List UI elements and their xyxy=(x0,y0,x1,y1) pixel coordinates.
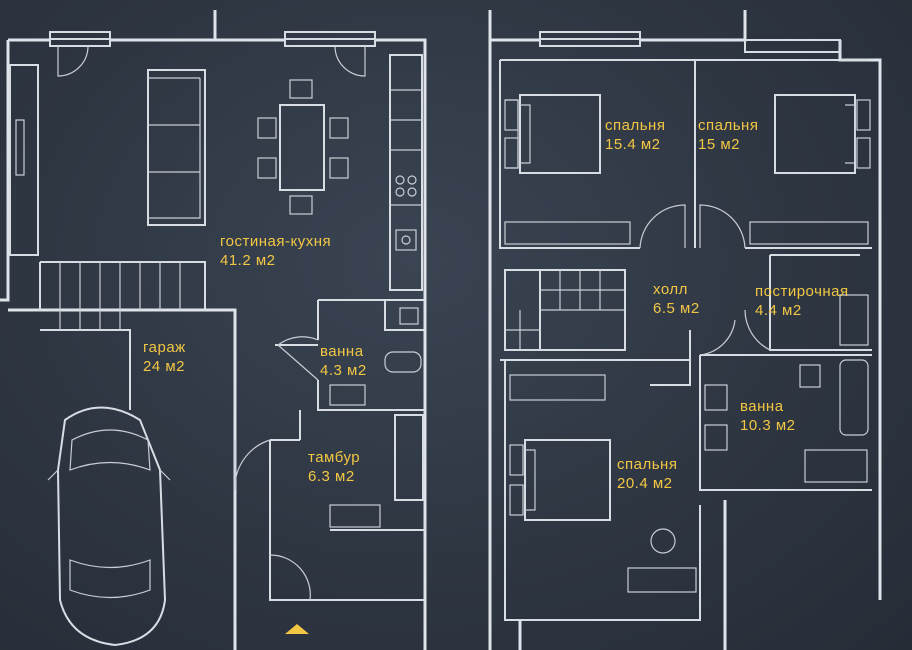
room-name: постирочная xyxy=(755,283,849,300)
room-name: спальня xyxy=(698,117,759,134)
ground-bath-walls xyxy=(275,299,425,411)
ground-window-top xyxy=(49,31,376,47)
bedroom-3-desk xyxy=(627,567,697,593)
ground-bath-door xyxy=(277,336,319,381)
room-vestibule: тамбур 6.3 м2 xyxy=(308,448,360,486)
bedroom-2-bed xyxy=(774,94,871,174)
room-name: гостиная-кухня xyxy=(220,233,332,250)
bedroom-3-bed xyxy=(509,439,611,521)
kitchen-counter xyxy=(389,54,423,291)
vestibule-bench xyxy=(329,504,381,528)
ground-stairs xyxy=(39,261,206,410)
upper-window-top xyxy=(539,31,841,53)
entry-door-left xyxy=(57,45,89,77)
bedroom-3-ottoman xyxy=(650,528,676,554)
sofa xyxy=(147,69,206,226)
room-area: 15.4 м2 xyxy=(605,136,661,153)
bedroom-1-door xyxy=(639,204,686,249)
car-icon xyxy=(47,406,171,647)
room-name: спальня xyxy=(605,117,666,134)
vestibule-wardrobe xyxy=(394,414,424,501)
laundry-door xyxy=(744,309,771,351)
room-living-kitchen: гостиная-кухня 41.2 м2 xyxy=(220,232,331,270)
bedroom-walls xyxy=(499,59,872,249)
upper-bath-walls xyxy=(699,354,872,491)
ground-bath-fixtures xyxy=(329,307,422,406)
room-area: 24 м2 xyxy=(143,358,186,375)
room-name: ванна xyxy=(320,343,364,360)
wardrobe-inner xyxy=(15,119,25,176)
room-bath-ground: ванна 4.3 м2 xyxy=(320,342,367,380)
wardrobe xyxy=(9,64,39,256)
vestibule-corner xyxy=(269,554,311,601)
vestibule-walls xyxy=(269,410,426,601)
upper-bath-fixtures xyxy=(704,359,869,483)
vestibule-door xyxy=(234,439,271,491)
upper-bath-door xyxy=(699,319,736,356)
entry-door-right xyxy=(334,45,366,77)
room-bedroom-3: спальня 20.4 м2 xyxy=(617,455,677,493)
room-area: 6.5 м2 xyxy=(653,300,700,317)
dining-table xyxy=(257,79,349,215)
room-hall: холл 6.5 м2 xyxy=(653,280,700,318)
room-name: тамбур xyxy=(308,449,361,466)
bedroom-3-wardrobe xyxy=(509,374,606,401)
upper-floor-plan xyxy=(488,10,882,650)
room-area: 20.4 м2 xyxy=(617,475,673,492)
room-name: холл xyxy=(653,281,688,298)
upper-stairs xyxy=(504,269,626,351)
room-area: 4.3 м2 xyxy=(320,362,367,379)
room-area: 10.3 м2 xyxy=(740,417,796,434)
room-name: спальня xyxy=(617,456,678,473)
room-laundry: постирочная 4.4 м2 xyxy=(755,282,849,320)
sofa-cushions xyxy=(148,77,201,219)
bedroom-1-bed xyxy=(504,94,601,174)
bedroom-2-wardrobe xyxy=(749,221,869,245)
room-bedroom-1: спальня 15.4 м2 xyxy=(605,116,665,154)
room-name: ванна xyxy=(740,398,784,415)
room-area: 6.3 м2 xyxy=(308,468,355,485)
laundry-machine xyxy=(839,294,869,346)
bedroom-2-door xyxy=(699,204,746,249)
entrance-arrow-icon xyxy=(285,624,309,634)
room-name: гараж xyxy=(143,339,186,356)
room-garage: гараж 24 м2 xyxy=(143,338,186,376)
room-bath-upper: ванна 10.3 м2 xyxy=(740,397,796,435)
bedroom-1-wardrobe xyxy=(504,221,631,245)
ground-floor-plan xyxy=(0,10,427,650)
ground-outer-wall xyxy=(0,10,427,650)
bedroom-3-walls xyxy=(500,330,701,621)
room-area: 41.2 м2 xyxy=(220,252,276,269)
upper-outer-wall xyxy=(488,10,882,650)
room-bedroom-2: спальня 15 м2 xyxy=(698,116,758,154)
room-area: 15 м2 xyxy=(698,136,741,153)
room-area: 4.4 м2 xyxy=(755,302,802,319)
